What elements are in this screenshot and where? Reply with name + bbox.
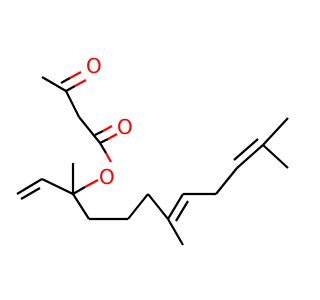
bond-ketone-co-a [65, 85, 76, 92]
bond-chain-3 [127, 193, 149, 220]
bond-ch2-ester [78, 116, 101, 144]
bond-ketone-co-c [60, 77, 71, 84]
bond-o-quaternary-a [84, 179, 99, 188]
ester-oxygen-label: O [99, 165, 115, 189]
bond-terminal-methyl-1 [262, 117, 289, 146]
bond-ketone-ch2 [65, 90, 80, 118]
bond-internal-double-a [167, 193, 184, 220]
ketone-oxygen-label: O [86, 54, 102, 78]
bond-quaternary-vinyl [41, 178, 74, 195]
bond-terminal-methyl-2 [262, 144, 289, 169]
bond-ester-co-d [102, 125, 113, 132]
bond-ketone-co-b [74, 79, 87, 87]
bond-terminal-double-a [236, 144, 264, 169]
bond-vinyl-double-b [20, 187, 41, 200]
bond-internal-double-b [175, 200, 189, 222]
molecule-diagram: O O O [16, 54, 289, 246]
bond-chain-4 [147, 193, 169, 220]
carbonyl-oxygen-label: O [117, 115, 133, 139]
bond-chain-1 [72, 193, 90, 220]
bond-ketone-co-d [69, 71, 82, 79]
bond-branch-methyl [167, 218, 184, 246]
bond-ester-co-c [94, 130, 104, 136]
bond-o-quaternary-b [72, 186, 86, 195]
structure-canvas: O O O [16, 54, 289, 246]
bond-terminal-double-b [233, 138, 259, 161]
bond-ester-c-o-a [99, 142, 107, 154]
bond-ester-co-b [107, 133, 118, 140]
bond-methyl-ketone [41, 76, 67, 92]
bond-chain-6 [215, 167, 238, 195]
bond-ester-co-a [99, 138, 109, 144]
bond-ester-c-o-b [105, 152, 112, 163]
bond-vinyl-double-a [16, 178, 43, 195]
